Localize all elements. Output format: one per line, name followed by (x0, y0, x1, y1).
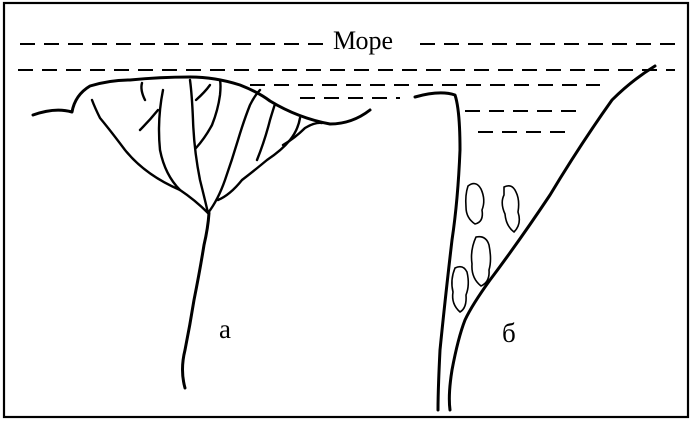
panel-a-branch (159, 90, 180, 190)
panel-b-wedge-structure (415, 66, 655, 410)
panel-a-branch (196, 80, 221, 148)
panel-a-dendritic-structure (33, 77, 370, 388)
panel-a-branch (257, 104, 275, 160)
panel-a-branch (283, 123, 322, 145)
panel-a-branch (141, 83, 145, 100)
panel-a-branch (92, 100, 208, 213)
sea-water-lines (18, 44, 678, 132)
panel-b-clast (466, 184, 484, 224)
panel-b-clast (502, 186, 519, 232)
sea-label: Море (331, 28, 395, 54)
panel-a-branch (190, 80, 208, 213)
panel-a-label: а (219, 316, 231, 343)
panel-a-bed-outline (33, 77, 370, 124)
panel-b-clast (472, 237, 491, 286)
panel-a-branch (218, 118, 300, 200)
panel-b-clast (452, 267, 468, 312)
panel-a-branch (208, 90, 260, 213)
panel-a-branch (140, 110, 158, 130)
figure-frame (4, 3, 688, 417)
panel-a-branch (196, 85, 210, 100)
panel-a-trunk (183, 213, 210, 388)
panel-b-label: б (502, 320, 516, 347)
